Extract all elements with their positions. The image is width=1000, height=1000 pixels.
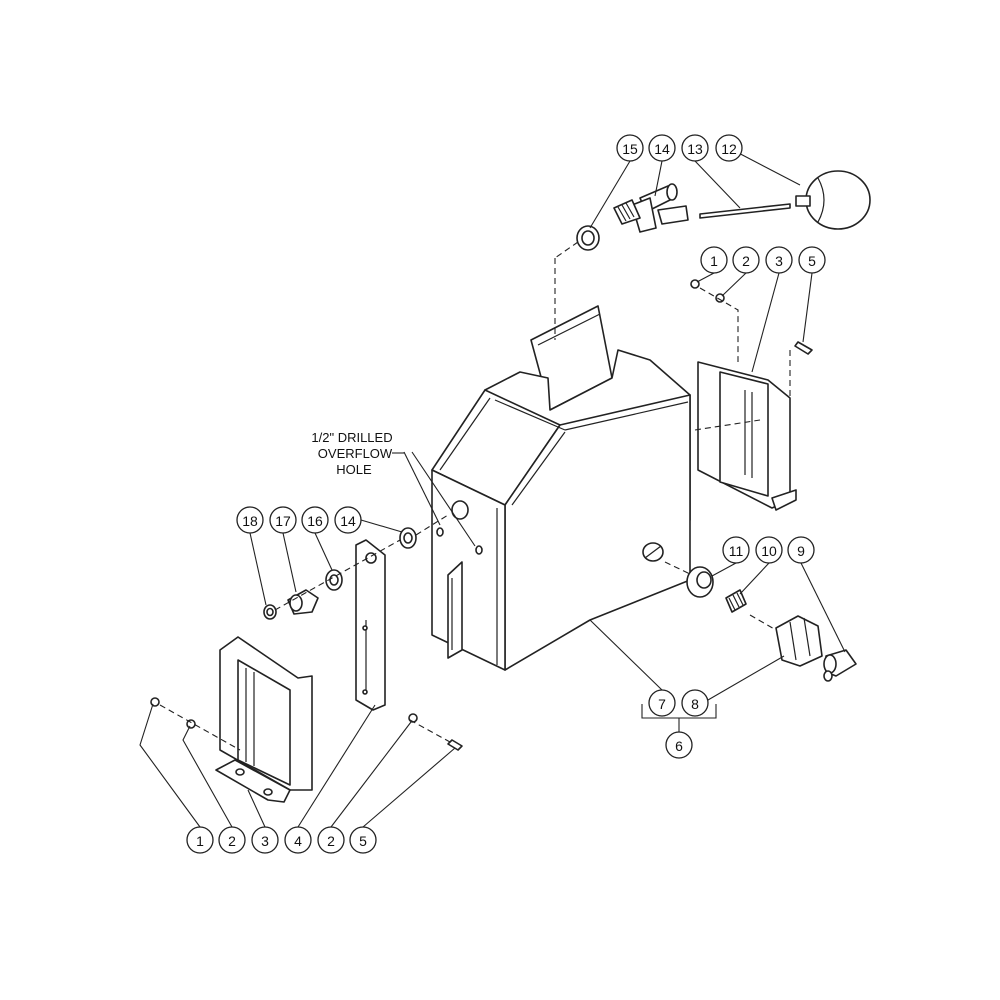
callout-number: 18 — [242, 513, 258, 529]
callout-b17: 17 — [269, 506, 297, 534]
callout-circle — [317, 826, 345, 854]
callout-number: 11 — [729, 543, 744, 559]
callout-circle — [334, 506, 362, 534]
tank-body — [431, 305, 691, 671]
callout-number: 6 — [675, 738, 683, 754]
callout-circle — [732, 246, 760, 274]
callout-circle — [798, 246, 826, 274]
callout-circle — [301, 506, 329, 534]
bulkhead-fitting-8 — [775, 615, 823, 667]
callout-circle — [681, 134, 709, 162]
callout-b14a: 14 — [648, 134, 676, 162]
callout-number: 13 — [687, 141, 703, 157]
callout-number: 1 — [196, 833, 204, 849]
callout-number: 2 — [742, 253, 750, 269]
overflow-hole-note: 1/2" DRILLED OVERFLOW HOLE — [311, 430, 404, 477]
callout-b4: 4 — [284, 826, 312, 854]
note-line-2: OVERFLOW — [318, 446, 393, 461]
callout-circle — [665, 731, 693, 759]
callout-circle — [648, 689, 676, 717]
callout-b3a: 3 — [765, 246, 793, 274]
callout-b15: 15 — [616, 134, 644, 162]
callout-number: 3 — [775, 253, 783, 269]
callout-circle — [787, 536, 815, 564]
callout-circle — [700, 246, 728, 274]
left-bracket — [150, 636, 313, 803]
callout-number: 16 — [307, 513, 323, 529]
callout-circle — [251, 826, 279, 854]
callout-circle — [269, 506, 297, 534]
callout-b3b: 3 — [251, 826, 279, 854]
callout-number: 8 — [691, 696, 699, 712]
right-bracket — [690, 279, 813, 511]
callout-b2a: 2 — [732, 246, 760, 274]
callout-circle — [648, 134, 676, 162]
callout-circle — [284, 826, 312, 854]
callout-number: 15 — [622, 141, 638, 157]
callout-b1a: 1 — [700, 246, 728, 274]
callout-number: 14 — [654, 141, 670, 157]
note-line-1: 1/2" DRILLED — [311, 430, 392, 445]
float-valve-assembly — [576, 170, 871, 251]
callout-number: 2 — [228, 833, 236, 849]
outlet-fittings — [686, 566, 857, 682]
note-line-3: HOLE — [336, 462, 372, 477]
callout-circle — [765, 246, 793, 274]
callout-b13: 13 — [681, 134, 709, 162]
callout-number: 17 — [275, 513, 291, 529]
callout-number: 2 — [327, 833, 335, 849]
callout-b1b: 1 — [186, 826, 214, 854]
callout-b11: 11 — [722, 536, 750, 564]
callout-b12: 12 — [715, 134, 743, 162]
callout-b2c: 2 — [317, 826, 345, 854]
callout-b16: 16 — [301, 506, 329, 534]
overflow-hole-upper — [451, 500, 469, 520]
callout-number: 14 — [340, 513, 356, 529]
callout-b5a: 5 — [798, 246, 826, 274]
callout-circle — [616, 134, 644, 162]
callout-b8: 8 — [681, 689, 709, 717]
callout-b7: 7 — [648, 689, 676, 717]
callout-circle — [715, 134, 743, 162]
callout-circle — [236, 506, 264, 534]
callout-number: 3 — [261, 833, 269, 849]
callout-b18: 18 — [236, 506, 264, 534]
callout-number: 5 — [808, 253, 816, 269]
callout-circle — [349, 826, 377, 854]
callout-number: 9 — [797, 543, 805, 559]
callout-circle — [186, 826, 214, 854]
float-rod — [699, 203, 791, 219]
callout-b9: 9 — [787, 536, 815, 564]
callout-number: 7 — [658, 696, 666, 712]
callout-b6: 6 — [665, 731, 693, 759]
mounting-strap — [355, 539, 463, 751]
assembly-center-lines — [159, 241, 791, 751]
callout-b14b: 14 — [334, 506, 362, 534]
callout-number: 12 — [721, 141, 737, 157]
callout-circle — [722, 536, 750, 564]
washer-2-bottom — [186, 719, 196, 729]
float-ball — [805, 170, 871, 230]
callout-number: 5 — [359, 833, 367, 849]
callout-number: 1 — [710, 253, 718, 269]
callout-b10: 10 — [755, 536, 783, 564]
callout-b5b: 5 — [349, 826, 377, 854]
screw-5-top — [794, 341, 813, 355]
callout-circle — [681, 689, 709, 717]
callout-circle — [218, 826, 246, 854]
callout-b2b: 2 — [218, 826, 246, 854]
callout-circle — [755, 536, 783, 564]
leader-lines — [139, 147, 846, 828]
callout-number: 10 — [761, 543, 777, 559]
callout-number: 4 — [294, 833, 302, 849]
